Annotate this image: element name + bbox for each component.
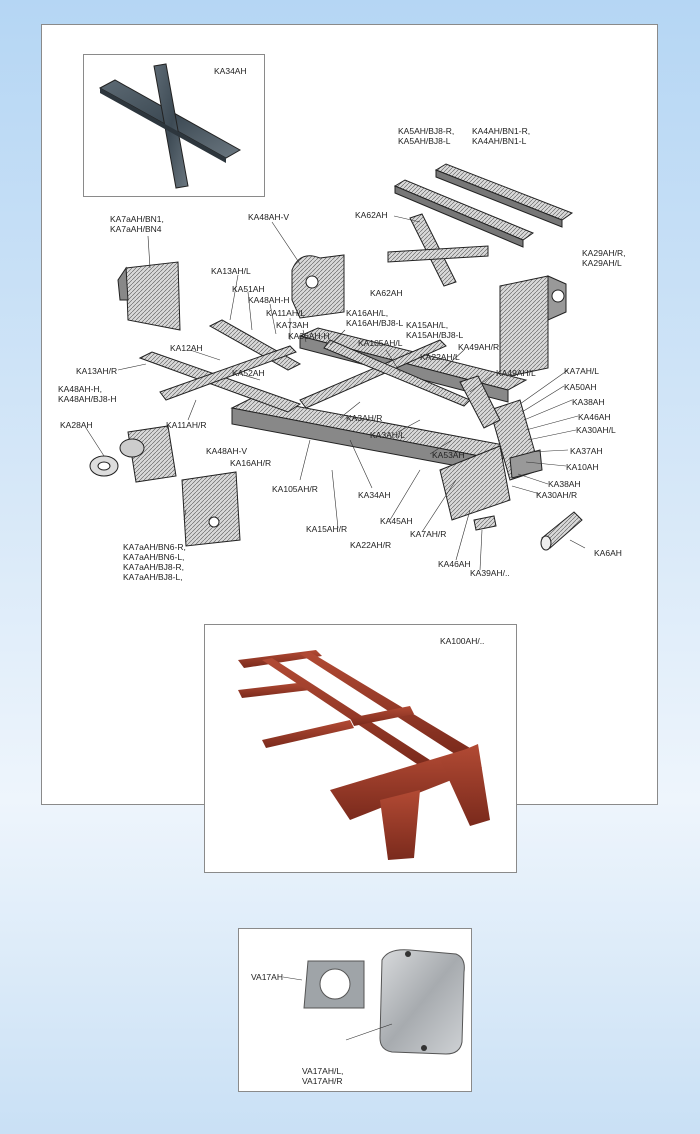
frame-photo-render	[238, 650, 490, 860]
ka13ah-r-label: KA13AH/R	[76, 366, 118, 376]
ka48ah-v-label-top: KA48AH-V	[248, 212, 290, 222]
ka7aah-bn1-plate-drawing	[117, 261, 181, 331]
ka6ah-tube-drawing	[540, 511, 583, 551]
ka15ah-r-label: KA15AH/R	[306, 524, 348, 534]
ka30ah-r-label: KA30AH/R	[536, 490, 578, 500]
ka53ah-label: KA53AH	[432, 450, 465, 460]
ka48ah-h2-label: KA48AH-H, KA48AH/BJ8-H	[58, 384, 117, 404]
ka7aah-bn1-label: KA7aAH/BN1, KA7aAH/BN4	[110, 214, 164, 234]
ka3ah-l-label: KA3AH/L	[370, 430, 405, 440]
ka52ah-label: KA52AH	[232, 368, 265, 378]
ka29ah-label: KA29AH/R, KA29AH/L	[582, 248, 626, 268]
ka28ah-label: KA28AH	[60, 420, 93, 430]
ka16ah-l-label: KA16AH/L, KA16AH/BJ8-L	[346, 308, 404, 328]
ka46ah-label-top: KA46AH	[578, 412, 611, 422]
ka38ah-label-top: KA38AH	[572, 397, 605, 407]
ka62ah-label-top: KA62AH	[355, 210, 388, 220]
ka36ah-h-label: KA36AH-H	[288, 331, 330, 341]
ka5ah-label: KA5AH/BJ8-R, KA5AH/BJ8-L	[398, 126, 455, 146]
ka48ah-v-label: KA48AH-V	[206, 446, 248, 456]
ka7ah-r-label: KA7AH/R	[410, 529, 447, 539]
ka3ah-r-label: KA3AH/R	[346, 413, 383, 423]
ka7aah-bn6-label: KA7aAH/BN6-R, KA7aAH/BN6-L, KA7aAH/BJ8-R…	[123, 542, 186, 582]
ka105ah-l-label: KA105AH/L	[358, 338, 403, 348]
ka11ah-r-label: KA11AH/R	[166, 420, 207, 430]
ka7aah-bn6-plate-drawing	[181, 471, 241, 547]
ka38ah-label-bottom: KA38AH	[548, 479, 581, 489]
ka50ah-label: KA50AH	[564, 382, 597, 392]
cover-plates-render	[282, 949, 465, 1055]
ka39ah-label: KA39AH/..	[470, 568, 510, 578]
ka6ah-label: KA6AH	[594, 548, 622, 558]
va17ah-label: VA17AH	[251, 972, 283, 982]
ka16ah-r-label: KA16AH/R	[230, 458, 272, 468]
ka37ah-label: KA37AH	[570, 446, 603, 456]
main-chassis-drawing	[138, 319, 543, 521]
ka7ah-l-label: KA7AH/L	[564, 366, 599, 376]
ka39ah-plate-drawing	[473, 515, 497, 531]
ka28ah-mount-drawing	[89, 425, 177, 483]
va17ah-lr-label: VA17AH/L, VA17AH/R	[302, 1066, 344, 1086]
ka51ah-label: KA51AH	[232, 284, 265, 294]
ka34ah-inset-label: KA34AH	[214, 66, 247, 76]
ka49ah-l-label: KA49AH/L	[496, 368, 536, 378]
ka29ah-plate-drawing	[499, 275, 567, 379]
ka22ah-l-label: KA22AH/L	[420, 352, 460, 362]
ka34ah-label: KA34AH	[358, 490, 391, 500]
ka48ah-v-bracket-drawing	[291, 254, 345, 319]
ka15ah-l-label: KA15AH/L, KA15AH/BJ8-L	[406, 320, 464, 340]
ka13ah-l-label: KA13AH/L	[211, 266, 251, 276]
ka12ah-label: KA12AH	[170, 343, 203, 353]
ka49ah-r-label: KA49AH/R	[458, 342, 500, 352]
ka22ah-r-label: KA22AH/R	[350, 540, 392, 550]
cross-brace-render	[98, 63, 242, 189]
ka4ah-label: KA4AH/BN1-R, KA4AH/BN1-L	[472, 126, 531, 146]
ka100ah-inset-label: KA100AH/..	[440, 636, 485, 646]
leader-lines	[85, 215, 586, 571]
ka45ah-label: KA45AH	[380, 516, 413, 526]
ka46ah-label-bottom: KA46AH	[438, 559, 471, 569]
ka11ah-l-label: KA11AH/L	[266, 308, 306, 318]
ka48ah-h-label: KA48AH-H	[248, 295, 290, 305]
side-rails-drawing	[393, 163, 574, 248]
ka105ah-r-label: KA105AH/R	[272, 484, 318, 494]
ka10ah-label: KA10AH	[566, 462, 599, 472]
ka62ah-label-bottom: KA62AH	[370, 288, 403, 298]
ka73ah-label: KA73AH	[276, 320, 309, 330]
ka30ah-l-label: KA30AH/L	[576, 425, 616, 435]
ka62ah-cross-drawing	[387, 213, 489, 287]
